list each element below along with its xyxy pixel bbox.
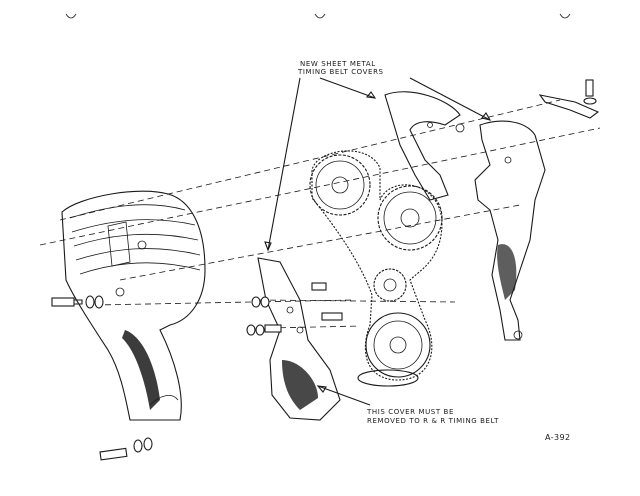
right-cam-sprocket <box>377 185 443 251</box>
timing-belt <box>311 150 443 381</box>
binder-holes <box>65 13 571 19</box>
label-leader-bottom <box>316 385 371 406</box>
label-leaders-top <box>264 77 492 252</box>
right-sheet-cover <box>474 120 546 341</box>
cover-note-line1: THIS COVER MUST BE <box>367 408 454 416</box>
figure-code: A-392 <box>545 433 571 442</box>
idler-sprocket <box>373 268 407 302</box>
lower-cast-cover <box>61 190 206 421</box>
new-covers-label-line1: NEW SHEET METAL <box>300 60 376 68</box>
crank-sprocket <box>357 312 431 387</box>
middle-bolts <box>246 282 343 336</box>
alignment-lines <box>39 99 601 329</box>
left-cam-sprocket <box>309 154 371 216</box>
top-bracket <box>538 79 600 119</box>
new-covers-label-line2: TIMING BELT COVERS <box>298 68 384 76</box>
left-bolts <box>51 295 153 461</box>
upper-sheet-cover <box>384 91 465 201</box>
middle-sheet-cover <box>257 257 341 421</box>
cover-note-line2: REMOVED TO R & R TIMING BELT <box>367 417 499 425</box>
